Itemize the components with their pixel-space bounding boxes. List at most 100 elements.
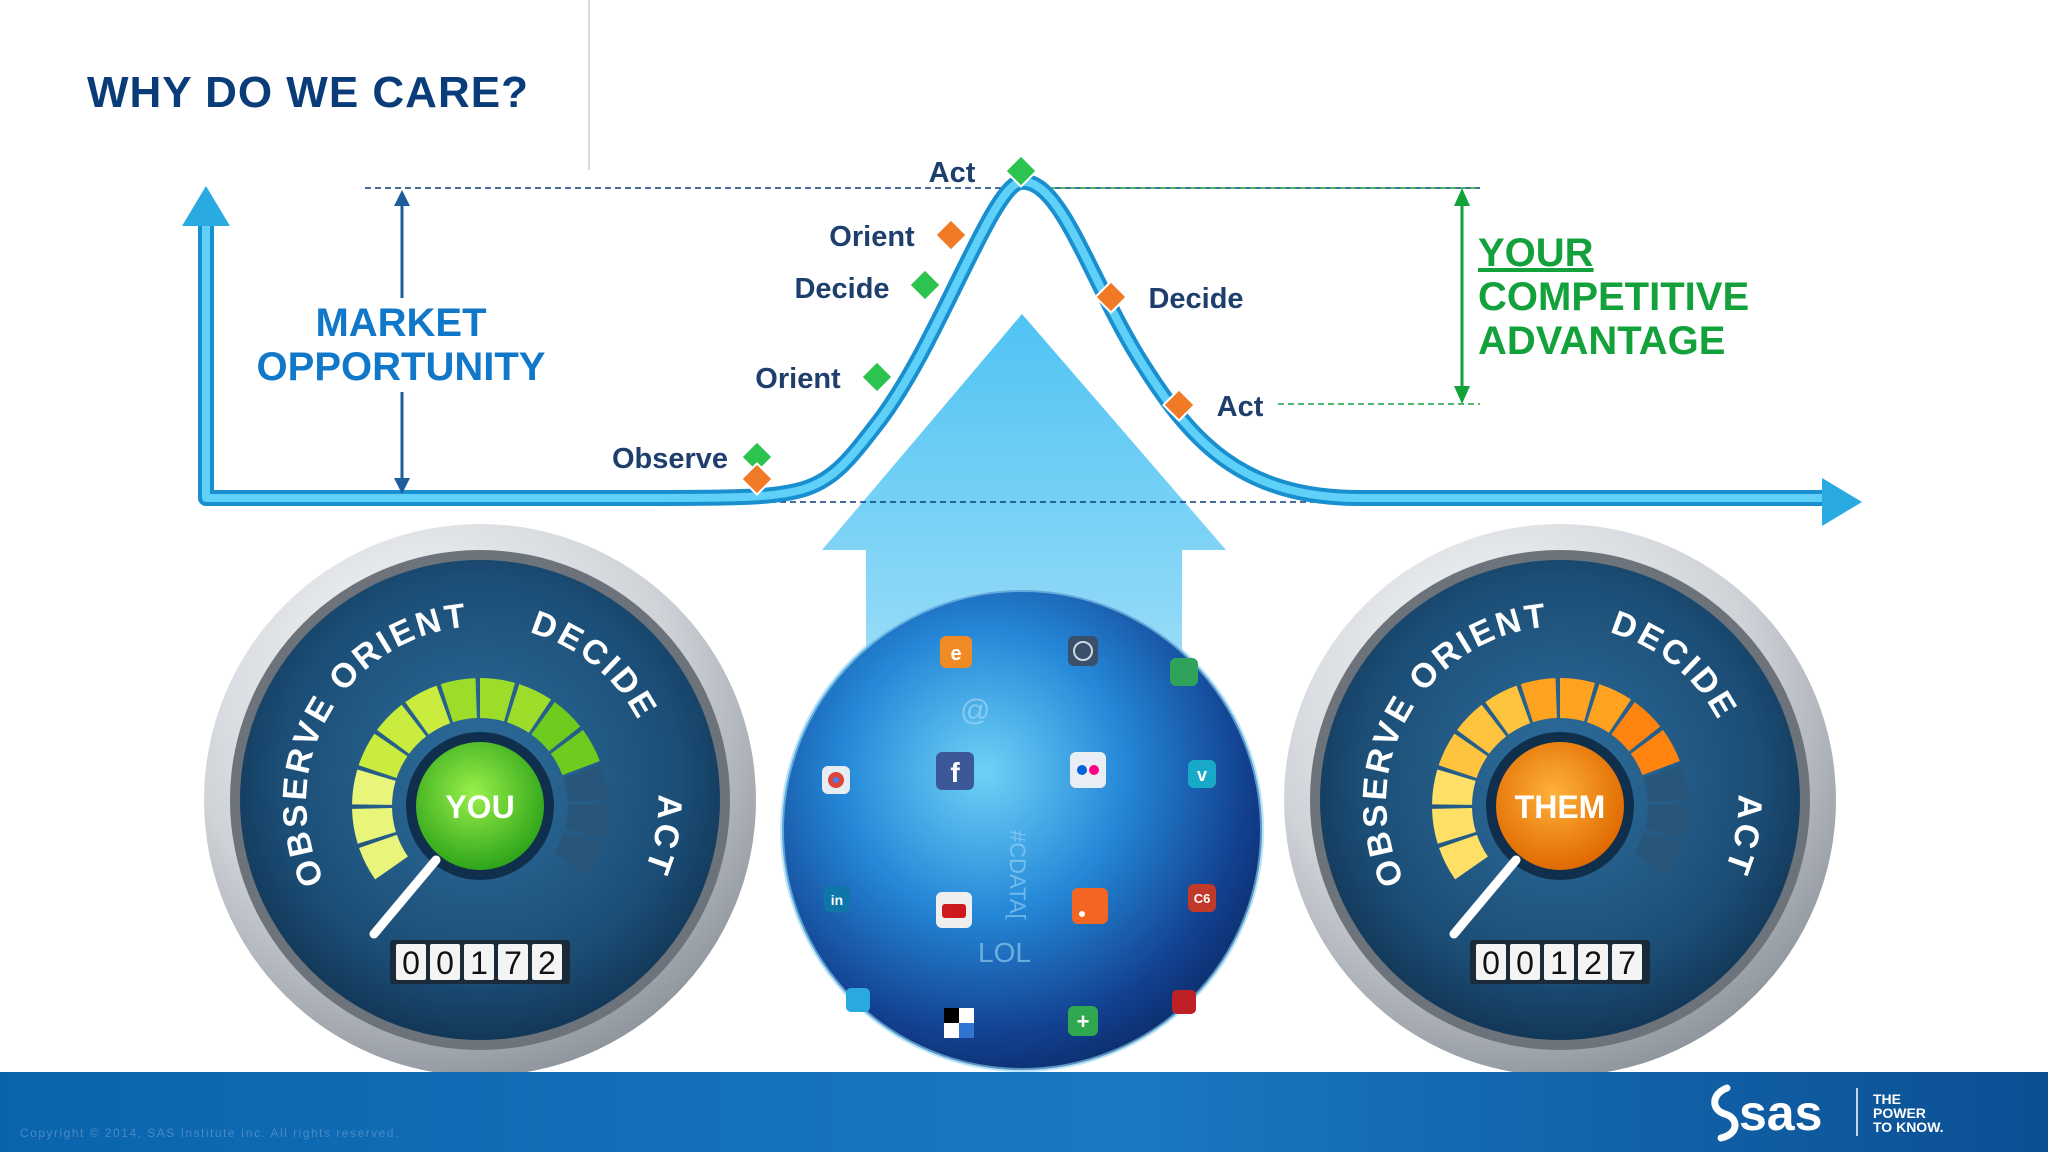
gauge-segment	[1432, 807, 1476, 844]
delicious-icon	[944, 1008, 974, 1038]
marker-green-decide-left	[908, 268, 942, 302]
counter-digit-box	[498, 944, 528, 980]
divider-line	[588, 0, 590, 170]
svg-text:C6: C6	[1194, 891, 1211, 906]
svg-text:v: v	[1197, 765, 1207, 785]
gauge-segment	[1432, 769, 1476, 805]
counter-digit: 0	[1482, 945, 1500, 981]
counter-digit-box	[430, 944, 460, 980]
e-icon: e	[940, 636, 972, 668]
counter-digit-box	[532, 944, 562, 980]
tagline-line1: THE	[1873, 1091, 1901, 1107]
twitter-icon	[846, 988, 870, 1012]
gauge-them-level-ring	[1432, 678, 1689, 880]
copyright-text: Copyright © 2014, SAS Institute Inc. All…	[20, 1126, 400, 1140]
counter-digit: 1	[470, 945, 488, 981]
tagline-line3: TO KNOW.	[1873, 1119, 1944, 1135]
footer-bar	[0, 1072, 2048, 1152]
counter-digit: 0	[1516, 945, 1534, 981]
gauge-segment	[1611, 702, 1661, 752]
advantage-arrow	[1454, 188, 1470, 404]
plus-icon: +	[1068, 1006, 1098, 1036]
gauge-segment	[1560, 678, 1595, 722]
marker-green-observe	[740, 440, 774, 474]
counter-digit: 7	[504, 945, 522, 981]
step-markers	[740, 154, 1196, 496]
gauge-segment	[1630, 729, 1680, 776]
counter-digit-box	[1510, 944, 1540, 980]
gauge-segment	[405, 685, 451, 735]
gauge-them-needle	[1449, 855, 1521, 939]
svg-text:e: e	[950, 643, 961, 665]
linkedin-icon: in	[824, 886, 850, 912]
advantage-label-line1: YOUR	[1478, 231, 1594, 275]
gauge-you-level-ring	[352, 678, 608, 880]
svg-text:in: in	[831, 892, 843, 908]
gauge-segment	[1457, 704, 1507, 754]
gauge-segment	[1485, 685, 1531, 735]
gauge-segment	[1586, 684, 1632, 733]
marker-orange-decide-right	[1094, 280, 1128, 314]
gauge-segment	[564, 804, 608, 840]
counter-digit-box	[1544, 944, 1574, 980]
gauge-segment	[550, 729, 600, 776]
gauge-segment	[1439, 834, 1488, 880]
marker-orange-act-right	[1162, 388, 1196, 422]
sas-logo-text: sas	[1739, 1085, 1822, 1141]
globe-text-cdata: #CDATA[	[1005, 830, 1030, 920]
label-decide-right: Decide	[1148, 283, 1243, 315]
gauge-segment	[358, 733, 408, 778]
gauge-segment	[359, 834, 408, 880]
x-axis-arrowhead	[1822, 478, 1862, 526]
counter-digit: 7	[1618, 945, 1636, 981]
counter-digit: 0	[436, 945, 454, 981]
gauge-segment	[553, 831, 603, 876]
gauge-segment	[352, 807, 396, 844]
slide-title: WHY DO WE CARE?	[87, 68, 529, 117]
marker-orange-observe	[740, 462, 774, 496]
gauge-you-needle	[369, 855, 441, 939]
globe-text-at: @	[960, 694, 990, 727]
phone-icon	[1170, 658, 1198, 686]
counter-digit-box	[396, 944, 426, 980]
wordpress-icon	[1068, 636, 1098, 666]
flickr-icon	[1070, 752, 1106, 788]
marker-green-act-top	[1004, 154, 1038, 188]
social-globe: @ LOL #CDATA[ e f v in C6 +	[780, 588, 1264, 1072]
globe-text-lol: LOL	[978, 937, 1031, 968]
youtube-icon	[936, 892, 972, 928]
gauge-segment	[1643, 765, 1688, 802]
gauge-segment	[352, 769, 396, 805]
tagline-line2: POWER	[1873, 1105, 1926, 1121]
gauge-segment	[506, 684, 552, 733]
label-act-top: Act	[929, 157, 976, 189]
counter-digit-box	[464, 944, 494, 980]
advantage-label-line3: ADVANTAGE	[1478, 319, 1725, 363]
advantage-label-line2: COMPETITIVE	[1478, 275, 1749, 319]
sas-tagline: THE POWER TO KNOW.	[1873, 1092, 1963, 1134]
gauge-segment	[1644, 804, 1689, 840]
marker-green-orient-lower	[860, 360, 894, 394]
gauge-segment	[1520, 678, 1557, 723]
rss-icon	[1072, 888, 1108, 924]
label-act-right: Act	[1217, 391, 1264, 423]
vimeo-icon: v	[1188, 760, 1216, 788]
counter-digit-box	[1476, 944, 1506, 980]
chrome-icon	[822, 766, 850, 794]
counter-digit-box	[1578, 944, 1608, 980]
counter-digit: 2	[1584, 945, 1602, 981]
gauge-segment	[1438, 733, 1488, 778]
market-opportunity-arrow	[394, 190, 410, 494]
gauge-segment	[440, 678, 477, 723]
market-label-line2: OPPORTUNITY	[257, 345, 546, 389]
sas-logo: sas	[1711, 1084, 1858, 1142]
svg-text:+: +	[1077, 1009, 1090, 1034]
marker-orange-orient-upper	[934, 218, 968, 252]
market-label-line1: MARKET	[315, 301, 486, 345]
facebook-icon: f	[936, 752, 974, 790]
gauge-segment	[531, 702, 581, 752]
